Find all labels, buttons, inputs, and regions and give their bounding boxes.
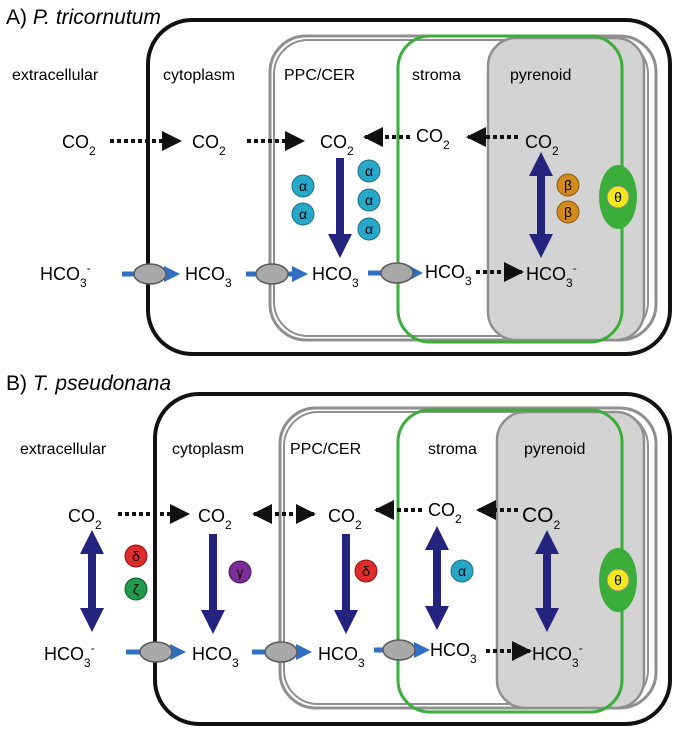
- panel-b-enzyme-alpha: α: [450, 559, 474, 583]
- panel-b-co2-pyrenoid: CO2: [522, 504, 561, 532]
- panel-b-conversion-arrow-ppc: [334, 534, 358, 634]
- panel-b-enzyme-delta-2: δ: [354, 559, 378, 583]
- panel-b-species: T. pseudonana: [33, 372, 171, 395]
- panel-a-co2-cytoplasm: CO2: [192, 132, 226, 158]
- panel-a-compartment-pyrenoid: pyrenoid: [510, 67, 571, 84]
- panel-b-enzyme-zeta: ζ: [124, 577, 148, 601]
- panel-b-conversion-arrow-stroma: [425, 526, 449, 630]
- panel-b-compartment-extracellular: extracellular: [20, 441, 107, 458]
- panel-b-hco3-extracellular: HCO3-: [44, 641, 95, 670]
- svg-text:δ: δ: [362, 563, 370, 579]
- panel-a-conversion-arrow-ppc: [328, 158, 352, 258]
- panel-b-co2-ppc: CO2: [328, 506, 362, 532]
- panel-a-enzyme-alpha-3: α: [357, 159, 381, 183]
- panel-a-hco3-ppc: HCO3: [312, 264, 359, 290]
- svg-text:β: β: [564, 177, 572, 193]
- panel-a-prefix: A): [6, 6, 27, 29]
- panel-a-co2-extracellular: CO2: [62, 132, 96, 158]
- panel-a-compartment-ppc-cer: PPC/CER: [284, 67, 355, 84]
- panel-a-compartment-stroma: stroma: [412, 67, 461, 84]
- svg-text:θ: θ: [614, 189, 622, 205]
- panel-a-enzyme-alpha-5: α: [357, 217, 381, 241]
- panel-b-hco3-stroma: HCO3: [430, 640, 477, 666]
- panel-b-compartment-pyrenoid: pyrenoid: [524, 441, 585, 458]
- panel-a-enzyme-alpha-1: α: [291, 174, 315, 198]
- panel-a-enzyme-beta-2: β: [556, 200, 580, 224]
- panel-b-plasma-membrane: [153, 392, 672, 726]
- panel-a-co2-pyrenoid: CO2: [525, 132, 559, 158]
- panel-b-pyrenoid: [495, 410, 646, 710]
- panel-b-hco3-pyrenoid: HCO3-: [532, 641, 583, 670]
- panel-b-prefix: B): [6, 372, 27, 395]
- panel-b-compartment-stroma: stroma: [428, 441, 477, 458]
- panel-b-compartment-cytoplasm: cytoplasm: [172, 441, 244, 458]
- panel-a-hco3-stroma: HCO3: [425, 262, 472, 288]
- svg-text:θ: θ: [614, 572, 622, 588]
- panel-b-co2-cytoplasm: CO2: [198, 506, 232, 532]
- panel-a-co2-ppc: CO2: [320, 132, 354, 158]
- svg-text:α: α: [365, 221, 373, 237]
- panel-a-hco3-pyrenoid: HCO3-: [526, 261, 577, 290]
- svg-text:ζ: ζ: [133, 581, 139, 597]
- panel-a-ppc-membrane-inner: [273, 39, 649, 337]
- panel-a-transporter-2: [255, 263, 289, 285]
- panel-a-plasma-membrane: [146, 18, 672, 356]
- panel-b-enzyme-gamma: γ: [228, 560, 252, 584]
- panel-b-compartment-ppc-cer: PPC/CER: [290, 441, 361, 458]
- panel-b-transporter-1: [139, 641, 173, 663]
- panel-a: A) P. tricornutum extracellular cytoplas…: [6, 6, 672, 356]
- panel-b-conversion-arrow-extracellular: [80, 530, 104, 632]
- panel-a-enzyme-alpha-4: α: [357, 188, 381, 212]
- panel-a-co2-stroma: CO2: [416, 126, 450, 152]
- panel-b-transporter-2: [264, 641, 298, 663]
- svg-text:α: α: [365, 192, 373, 208]
- svg-text:α: α: [299, 178, 307, 194]
- panel-b-conversion-arrow-pyrenoid: [535, 530, 559, 632]
- panel-a-enzyme-alpha-2: α: [291, 202, 315, 226]
- panel-a-species: P. tricornutum: [33, 6, 161, 29]
- svg-text:α: α: [458, 563, 466, 579]
- panel-a-compartment-cytoplasm: cytoplasm: [163, 67, 235, 84]
- panel-a-conversion-arrow-pyrenoid: [529, 152, 553, 258]
- panel-a-hco3-extracellular: HCO3-: [40, 261, 91, 290]
- svg-text:δ: δ: [132, 548, 140, 564]
- panel-b-transporter-3: [382, 639, 416, 661]
- panel-b-co2-stroma: CO2: [428, 500, 462, 526]
- svg-text:α: α: [299, 206, 307, 222]
- panel-a-enzyme-theta: θ: [599, 165, 637, 229]
- svg-text:γ: γ: [237, 564, 244, 580]
- panel-a-transporter-1: [133, 263, 167, 285]
- panel-b-ppc-membrane-outer: [278, 406, 658, 710]
- panel-b-hco3-cytoplasm: HCO3: [192, 644, 239, 670]
- svg-text:β: β: [564, 204, 572, 220]
- panel-b-enzyme-delta-1: δ: [124, 544, 148, 568]
- panel-b-ppc-membrane-inner: [283, 411, 649, 705]
- panel-a-compartment-extracellular: extracellular: [12, 67, 99, 84]
- panel-a-transporter-3: [380, 262, 414, 284]
- panel-b: B) T. pseudonana extracellular cytoplasm…: [6, 372, 672, 726]
- panel-b-hco3-ppc: HCO3: [318, 644, 365, 670]
- panel-b-enzyme-theta: θ: [599, 548, 637, 612]
- panel-b-co2-extracellular: CO2: [68, 506, 102, 532]
- panel-a-hco3-cytoplasm: HCO3: [185, 264, 232, 290]
- panel-a-enzyme-beta-1: β: [556, 173, 580, 197]
- panel-b-conversion-arrow-cytoplasm: [201, 534, 225, 634]
- panel-a-title: A) P. tricornutum: [6, 6, 161, 29]
- panel-b-title: B) T. pseudonana: [6, 372, 171, 395]
- svg-text:α: α: [365, 163, 373, 179]
